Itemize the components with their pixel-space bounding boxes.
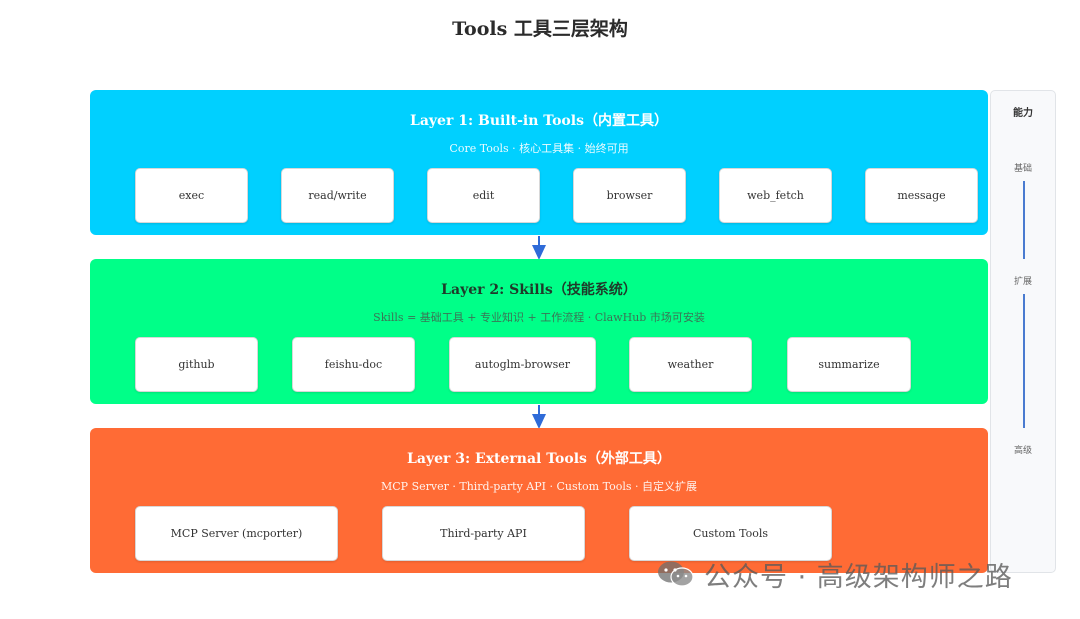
tool-box-web-fetch: web_fetch bbox=[719, 168, 832, 223]
wechat-icon bbox=[658, 561, 694, 587]
skill-box-weather: weather bbox=[629, 337, 752, 392]
scale-line bbox=[1023, 181, 1025, 259]
watermark: 公众号 · 高级架构师之路 bbox=[656, 554, 1013, 594]
skill-box-autoglm-browser: autoglm-browser bbox=[449, 337, 596, 392]
capability-heading: 能力 bbox=[1013, 108, 1033, 119]
skill-box-summarize: summarize bbox=[787, 337, 911, 392]
scale-line bbox=[1023, 294, 1025, 428]
arrow-down-icon bbox=[532, 405, 546, 429]
tool-box-browser: browser bbox=[573, 168, 686, 223]
level-basic-label: 基础 bbox=[1013, 164, 1032, 174]
capability-scale-panel: 能力 基础 扩展 高级 bbox=[990, 90, 1056, 573]
tool-box-message: message bbox=[865, 168, 978, 223]
level-extended-label: 扩展 bbox=[1013, 277, 1032, 287]
watermark-text: 公众号 · 高级架构师之路 bbox=[704, 561, 1013, 593]
external-box-third-party-api: Third-party API bbox=[382, 506, 585, 561]
tool-box-edit: edit bbox=[427, 168, 540, 223]
external-box-custom-tools: Custom Tools bbox=[629, 506, 832, 561]
arrow-down-icon bbox=[532, 236, 546, 260]
level-advanced-label: 高级 bbox=[1013, 446, 1032, 456]
layer-built-in-tools: Layer 1: Built-in Tools（内置工具） Core Tools… bbox=[90, 90, 988, 235]
external-box-mcp-server: MCP Server (mcporter) bbox=[135, 506, 338, 561]
layer-subtitle: MCP Server · Third-party API · Custom To… bbox=[381, 480, 697, 493]
layer-external-tools: Layer 3: External Tools（外部工具） MCP Server… bbox=[90, 428, 988, 573]
layer-title: Layer 2: Skills（技能系统） bbox=[441, 282, 637, 298]
tool-box-read-write: read/write bbox=[281, 168, 394, 223]
layer-subtitle: Core Tools · 核心工具集 · 始终可用 bbox=[449, 142, 629, 155]
diagram-title: Tools 工具三层架构 bbox=[452, 18, 628, 40]
layer-subtitle: Skills = 基础工具 + 专业知识 + 工作流程 · ClawHub 市场… bbox=[373, 311, 705, 324]
skill-box-feishu-doc: feishu-doc bbox=[292, 337, 415, 392]
layer-skills: Layer 2: Skills（技能系统） Skills = 基础工具 + 专业… bbox=[90, 259, 988, 404]
layer-title: Layer 1: Built-in Tools（内置工具） bbox=[410, 113, 668, 129]
tool-box-exec: exec bbox=[135, 168, 248, 223]
layer-title: Layer 3: External Tools（外部工具） bbox=[407, 451, 671, 467]
skill-box-github: github bbox=[135, 337, 258, 392]
